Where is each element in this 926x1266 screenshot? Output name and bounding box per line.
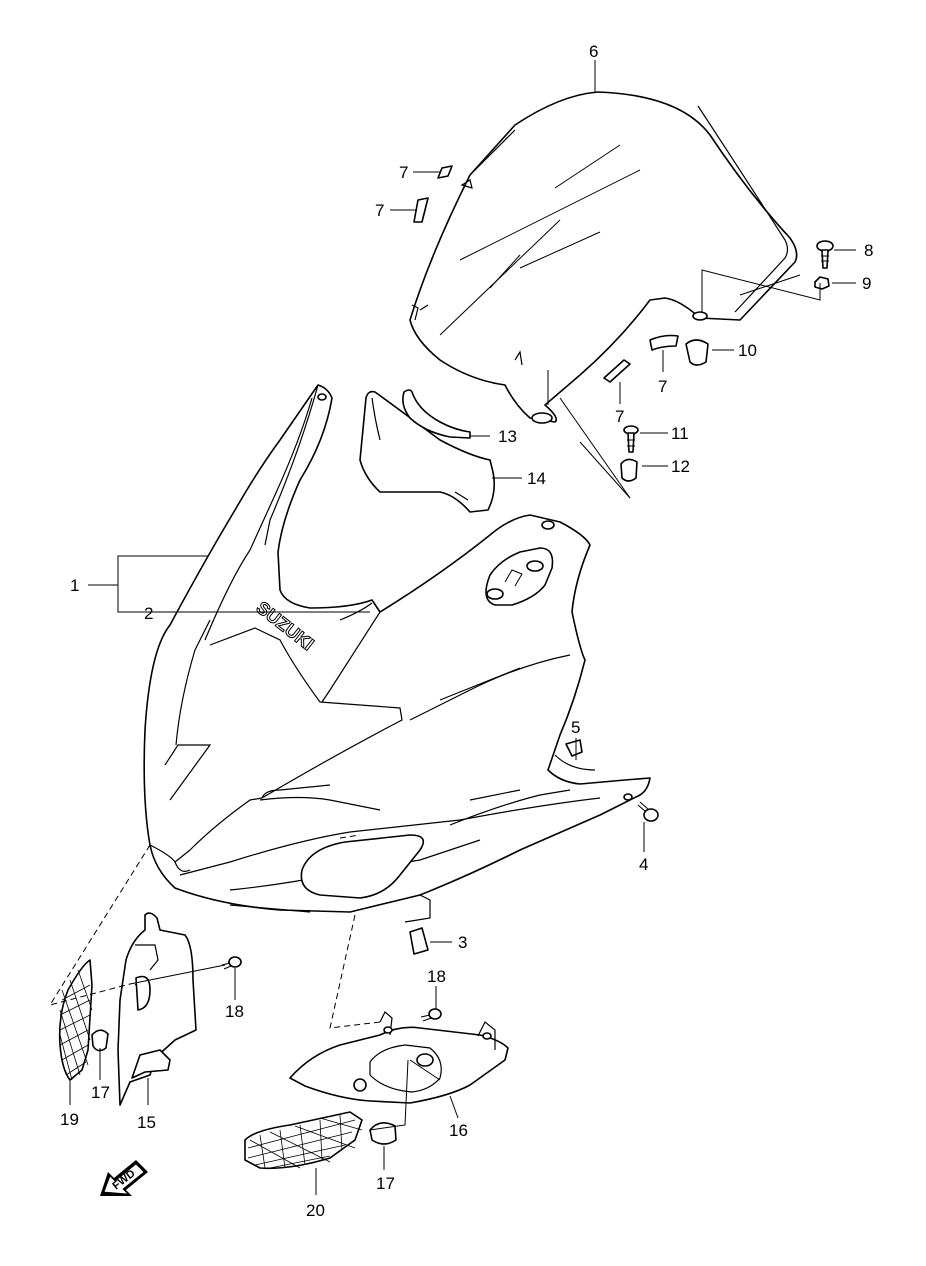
callout-13: 13 <box>498 427 517 446</box>
mesh-lower <box>244 1111 363 1170</box>
mesh-left <box>58 959 93 1081</box>
callout-17a: 17 <box>91 1083 110 1102</box>
inner-cover-left <box>117 912 197 1106</box>
callout-7b: 7 <box>375 201 384 220</box>
callout-16: 16 <box>449 1121 468 1140</box>
callout-7c: 7 <box>658 377 667 396</box>
inner-cover-lower <box>289 1011 509 1104</box>
callout-18b: 18 <box>427 967 446 986</box>
callout-3: 3 <box>458 933 467 952</box>
callout-2: 2 <box>144 604 153 623</box>
inner-panel <box>359 390 496 513</box>
callout-17b: 17 <box>376 1174 395 1193</box>
callout-20: 20 <box>306 1201 325 1220</box>
front-cowling <box>143 384 651 923</box>
callout-7a: 7 <box>399 163 408 182</box>
callout-19: 19 <box>60 1110 79 1129</box>
callout-5: 5 <box>571 718 580 737</box>
callout-10: 10 <box>738 341 757 360</box>
callout-1: 1 <box>70 576 79 595</box>
callout-6: 6 <box>589 42 598 61</box>
callout-18a: 18 <box>225 1002 244 1021</box>
hardware <box>91 165 834 1145</box>
callout-12: 12 <box>671 457 690 476</box>
callout-14: 14 <box>527 469 546 488</box>
callout-9: 9 <box>862 274 871 293</box>
callout-7d: 7 <box>615 407 624 426</box>
leader-lines <box>48 60 856 1195</box>
fwd-arrow: FWD <box>100 1160 148 1196</box>
callout-11: 11 <box>671 424 689 443</box>
trim-strip <box>402 389 471 439</box>
windscreen <box>409 91 798 424</box>
callout-8: 8 <box>864 241 873 260</box>
callout-4: 4 <box>639 855 648 874</box>
callouts: 1 2 3 4 5 6 7 7 7 7 8 9 10 11 12 13 14 1… <box>60 42 873 1220</box>
callout-15: 15 <box>137 1113 156 1132</box>
